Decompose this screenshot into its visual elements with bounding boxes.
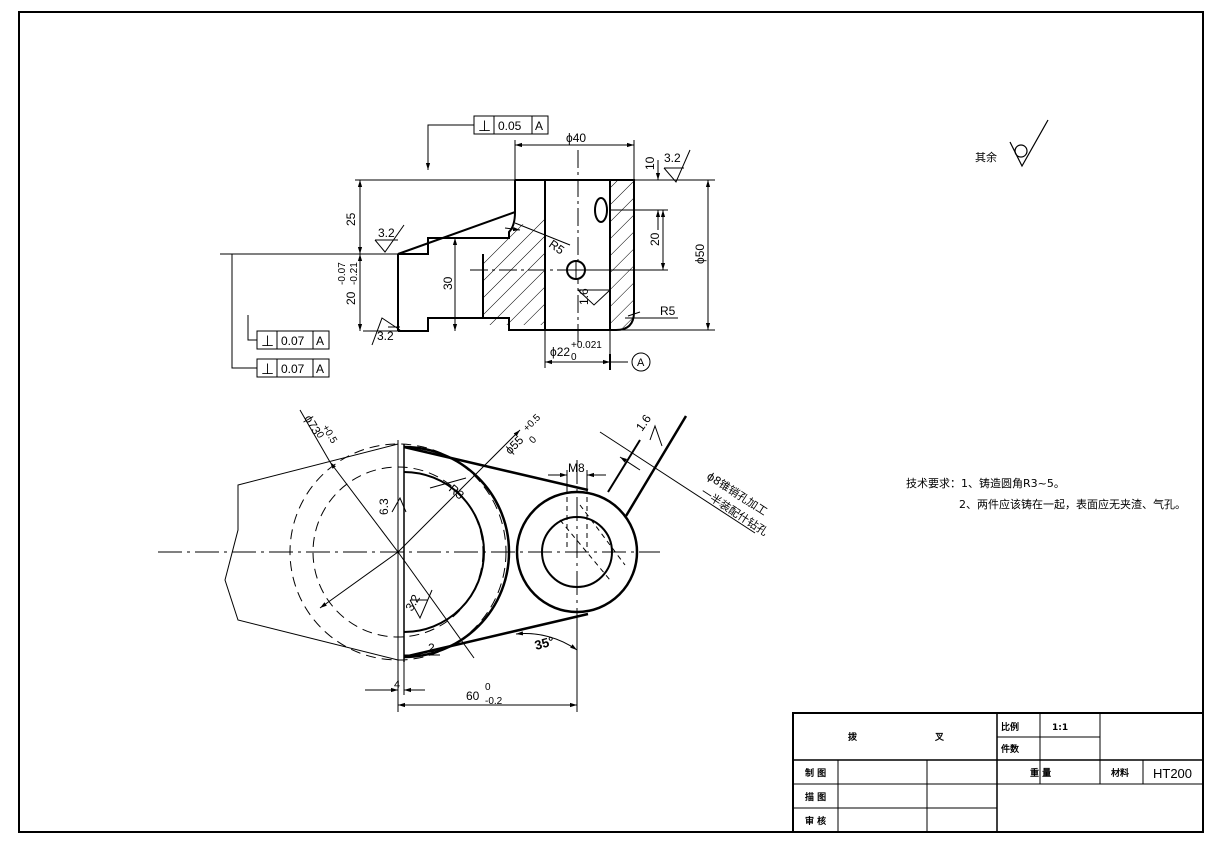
roughness-3-2-top: 3.2: [378, 226, 395, 240]
tolerance-frame-top: ⊥ 0.05 A: [473, 115, 549, 135]
section-view: [363, 150, 640, 345]
dim-phi22-tol-lower: 0: [571, 352, 577, 363]
roughness-3-2-lower: 3.2: [402, 592, 423, 614]
scale-value: 1:1: [1052, 723, 1068, 733]
scale-label: 比例: [1001, 721, 1019, 733]
dim-phi73-tol-lower: 0: [313, 430, 326, 441]
dim-60: 60: [466, 689, 480, 703]
dim-m8: M8: [568, 461, 585, 475]
part-name-b: 叉: [934, 732, 945, 743]
drawn-label: 制 图: [805, 767, 826, 779]
weight-label: 重 量: [1030, 767, 1051, 779]
tech-req-line-1: 技术要求：1、铸造圆角R3~5。: [906, 476, 1065, 490]
section-hatch-right: [610, 180, 634, 328]
dim-20-right: 20: [648, 232, 662, 246]
datum-ref: A: [316, 334, 324, 348]
title-block: [792, 712, 1204, 833]
part-name-a: 拨: [848, 731, 858, 743]
roughness-1-6-center: 1.6: [577, 288, 591, 305]
dim-angle-35: 35°: [533, 633, 556, 653]
drawing-frame: [18, 11, 1204, 833]
roughness-1-6-tab: 1.6: [633, 412, 654, 434]
dim-25: 25: [344, 212, 358, 226]
review-label: 审 核: [805, 815, 826, 827]
dim-phi40: ϕ40: [566, 131, 586, 145]
dim-gap-4: 4: [394, 679, 400, 691]
dim-20-left: 20: [344, 291, 358, 305]
dim-30: 30: [441, 276, 455, 290]
dim-r5-bottom: R5: [660, 304, 676, 318]
roughness-3-2-bottom: 3.2: [377, 329, 394, 343]
tolerance-value: 0.07: [281, 362, 305, 376]
perpendicularity-symbol: ⊥: [261, 361, 274, 378]
section-dimensions: [220, 124, 715, 372]
dim-phi55: ϕ55: [502, 433, 526, 457]
roughness-3-2-right: 3.2: [664, 151, 681, 165]
dim-60-tol-lower: -0.2: [485, 696, 503, 707]
dim-phi22: ϕ22: [550, 345, 570, 359]
dim-60-tol-upper: 0: [485, 682, 491, 693]
dim-20-tol-upper: -0.07: [337, 262, 348, 285]
other-label: 其余: [975, 150, 997, 164]
dim-20-tol-lower: -0.21: [349, 262, 360, 285]
part-outline: [397, 179, 635, 332]
dim-r5-top: R5: [546, 237, 567, 257]
trace-label: 描 图: [805, 791, 826, 803]
datum-a-label: A: [637, 357, 645, 369]
datum-ref: A: [316, 362, 324, 376]
pin-hole-top: [594, 197, 608, 223]
material-value: HT200: [1153, 766, 1192, 781]
tolerance-frame-left-lower: ⊥ 0.07 A: [256, 358, 330, 378]
dim-phi22-tol-upper: +0.021: [571, 340, 602, 351]
tolerance-value: 0.07: [281, 334, 305, 348]
perpendicularity-symbol: ⊥: [478, 118, 491, 135]
tolerance-frame-left-upper: ⊥ 0.07 A: [256, 330, 330, 350]
dim-gap-2: 2: [428, 641, 435, 655]
material-label: 材料: [1110, 767, 1129, 779]
other-roughness: 其余: [975, 119, 1049, 168]
perpendicularity-symbol: ⊥: [261, 333, 274, 350]
tech-req-line-2: 2、两件应该铸在一起，表面应无夹渣、气孔。: [959, 497, 1186, 511]
datum-ref: A: [535, 119, 543, 133]
plan-view: [158, 409, 756, 712]
dim-phi55-tol-lower: 0: [527, 434, 539, 446]
tolerance-value: 0.05: [498, 119, 522, 133]
dim-10: 10: [643, 156, 657, 170]
count-label: 件数: [1001, 743, 1020, 755]
roughness-6-3: 6.3: [377, 498, 391, 515]
dim-phi50: ϕ50: [693, 244, 707, 264]
dim-phi55-tol-upper: +0.5: [521, 412, 543, 434]
section-hatch-left: [483, 218, 545, 325]
